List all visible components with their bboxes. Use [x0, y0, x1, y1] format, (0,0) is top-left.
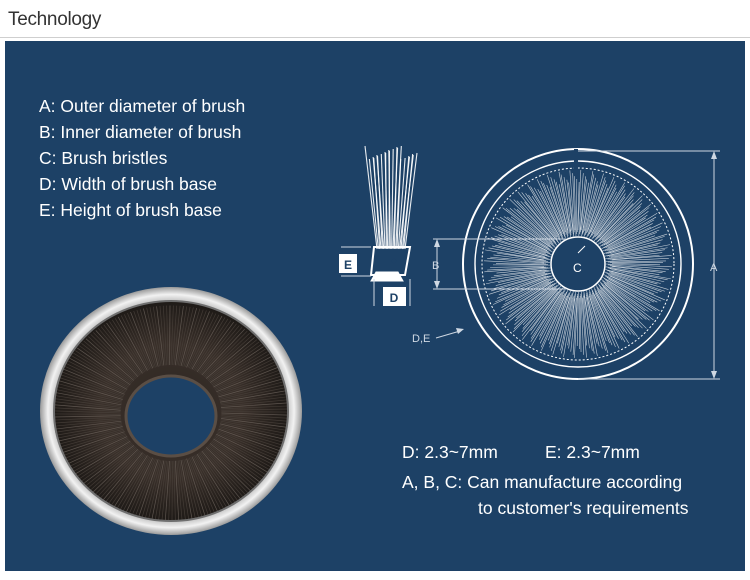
dim-c-label: C — [573, 261, 582, 275]
inner-hole — [550, 236, 606, 292]
bristle-tuft — [364, 145, 418, 250]
brush-photo — [40, 287, 302, 535]
page-title: Technology — [8, 9, 102, 30]
technology-panel: A: Outer diameter of brush B: Inner diam… — [5, 41, 745, 571]
dim-b-label: B — [432, 260, 439, 272]
legend-item-c: C: Brush bristles — [39, 148, 168, 168]
circular-brush-diagram: C A B D,E — [412, 148, 720, 380]
bristle-tuft-diagram: E D — [339, 145, 418, 306]
header-divider — [0, 37, 750, 38]
bristle-streaks — [53, 305, 289, 521]
spec-d: D: 2.3~7mm — [402, 442, 498, 462]
legend-item-e: E: Height of brush base — [39, 200, 222, 220]
legend-item-d: D: Width of brush base — [39, 174, 217, 194]
dim-e-box — [339, 254, 357, 273]
header: Technology — [0, 0, 750, 38]
brush-center-hole — [124, 374, 218, 458]
legend-item-b: B: Inner diameter of brush — [39, 122, 242, 142]
brush-base — [370, 271, 404, 282]
illustration: E D C A — [40, 145, 720, 535]
spec-abc-line1: A, B, C: Can manufacture according — [402, 472, 683, 492]
dim-d-box — [383, 287, 406, 306]
spec-abc-line2: to customer's requirements — [478, 498, 689, 518]
legend: A: Outer diameter of brush B: Inner diam… — [39, 93, 245, 223]
dim-de-label: D,E — [412, 333, 430, 345]
spec-e: E: 2.3~7mm — [545, 442, 640, 462]
radial-bristles — [484, 170, 672, 358]
legend-item-a: A: Outer diameter of brush — [39, 96, 246, 116]
dim-a-label: A — [710, 262, 718, 274]
dim-e-label: E — [344, 258, 352, 272]
dim-d-label: D — [390, 291, 399, 305]
